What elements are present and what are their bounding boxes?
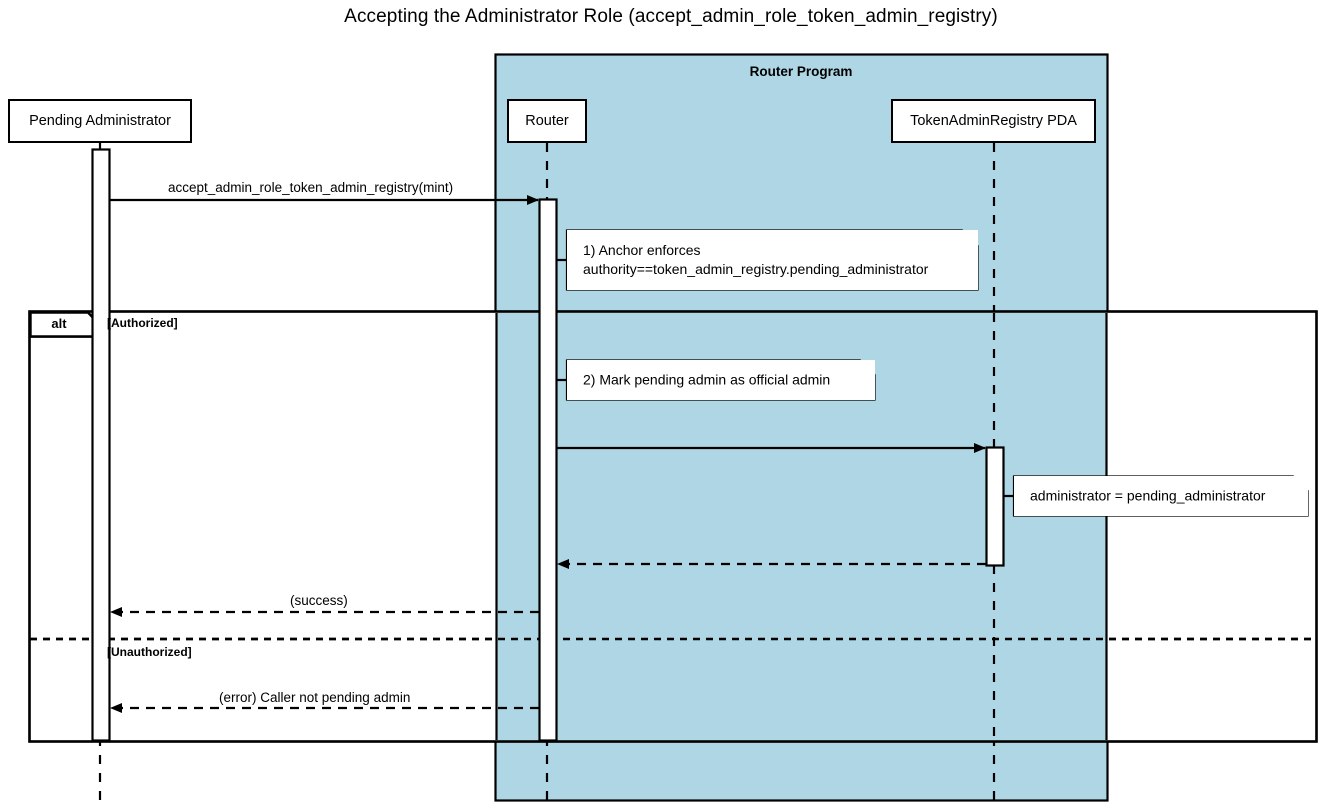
note-administrator-assign-text: administrator = pending_administrator	[1030, 487, 1266, 504]
diagram-title: Accepting the Administrator Role (accept…	[344, 6, 998, 27]
participant-token-admin-registry-pda-label: TokenAdminRegistry PDA	[910, 113, 1077, 129]
alt-frame-outline	[28, 310, 1318, 743]
message-arrows	[110, 195, 986, 713]
alt-condition-authorized: [Authorized]	[107, 316, 178, 330]
alt-operator-label: alt	[51, 316, 67, 331]
activation-bars	[91, 148, 1005, 742]
note-anchor-enforces-text: 1) Anchor enforces authority==token_admi…	[583, 242, 929, 277]
alt-condition-unauthorized: [Unauthorized]	[107, 645, 192, 659]
message-label-success: (success)	[290, 593, 348, 608]
note-mark-pending-admin: 2) Mark pending admin as official admin	[567, 360, 875, 400]
message-label-accept-admin-role: accept_admin_role_token_admin_registry(m…	[168, 180, 454, 195]
note-mark-pending-admin-text: 2) Mark pending admin as official admin	[583, 371, 831, 388]
note-administrator-assign: administrator = pending_administrator	[1014, 476, 1308, 516]
note-connectors	[557, 258, 1014, 498]
participant-router[interactable]: Router	[507, 99, 587, 143]
participant-router-label: Router	[525, 113, 569, 129]
participant-token-admin-registry-pda[interactable]: TokenAdminRegistry PDA	[891, 99, 1096, 143]
group-router-program-label: Router Program	[749, 64, 853, 79]
activation-token-admin-registry-pda	[985, 446, 1005, 567]
activation-pending-administrator	[91, 148, 111, 742]
note-anchor-enforces: 1) Anchor enforces authority==token_admi…	[567, 230, 978, 290]
participant-pending-administrator-label: Pending Administrator	[29, 113, 171, 129]
activation-router	[538, 198, 558, 742]
message-label-error: (error) Caller not pending admin	[219, 690, 411, 705]
participant-pending-administrator[interactable]: Pending Administrator	[8, 99, 192, 143]
